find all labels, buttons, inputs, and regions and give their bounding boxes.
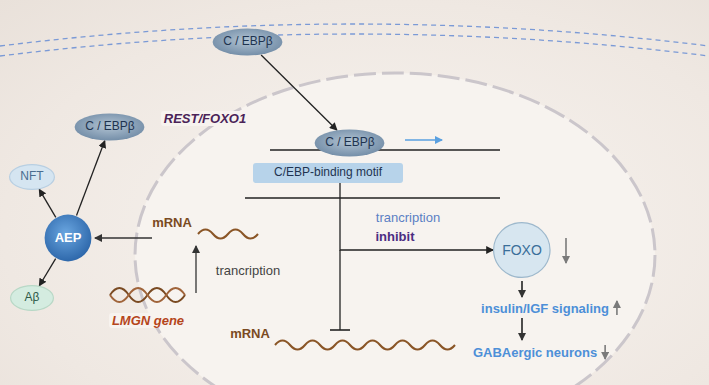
node-text: NFT <box>20 170 43 184</box>
dna-helix <box>110 288 185 302</box>
inhibit-line <box>339 250 340 330</box>
node-text: C / EBPβ <box>223 35 273 49</box>
node-outline <box>10 165 55 190</box>
direction-arrow <box>405 139 442 141</box>
pathway-label: insulin/IGF signaling <box>481 299 609 317</box>
outcome-label: GABAergic neurons <box>473 343 597 361</box>
molecule-label: mRNA <box>230 326 270 341</box>
transcription-arrow <box>195 246 196 293</box>
node-outline <box>494 223 550 278</box>
mrna-wave <box>198 230 258 239</box>
node-text: C / EBPβ <box>325 136 375 150</box>
decrease-arrow <box>565 238 567 263</box>
node-text: FOXO <box>502 242 542 258</box>
connector-arrow <box>261 55 337 130</box>
connector-arrow <box>39 259 55 286</box>
node-outline <box>315 130 385 157</box>
outcome-label: GABAergic neurons <box>473 345 597 360</box>
product-ellipse: NFT <box>9 164 55 190</box>
node-outline <box>213 29 283 56</box>
edge-label-holder: inhibit <box>376 227 415 245</box>
process-label: trancription <box>376 208 440 226</box>
gene-name: LMGN gene <box>109 313 187 328</box>
product-ellipse: Aβ <box>10 285 54 311</box>
connector-arrow <box>39 189 56 217</box>
enzyme-circle: AEP <box>44 214 92 262</box>
node-text: Aβ <box>25 291 40 305</box>
mrna-wave <box>275 341 455 350</box>
node-text: AEP <box>55 231 82 246</box>
molecule-label: mRNA <box>152 213 192 231</box>
connector-arrow <box>340 183 493 250</box>
cell-membrane <box>0 24 709 46</box>
flow-arrow <box>521 281 523 297</box>
nucleus <box>135 73 655 385</box>
connector-arrow <box>76 141 104 216</box>
protein-ellipse: C / EBPβ <box>74 113 145 141</box>
node-outline <box>11 286 54 311</box>
edge-label: inhibit <box>376 229 415 244</box>
increase-arrow <box>616 301 618 315</box>
dna-helix <box>110 288 185 302</box>
gene-name: REST/FOXO1 <box>161 111 249 126</box>
protein-ellipse: C / EBPβ <box>212 28 283 56</box>
decrease-arrow <box>604 345 606 359</box>
node-text: C / EBPβ <box>85 120 135 134</box>
translation-arrow <box>95 237 152 238</box>
dna-strand <box>245 197 500 198</box>
dna-strand <box>270 149 500 150</box>
inhibit-bar <box>330 329 350 331</box>
process-label: trancription <box>216 263 280 278</box>
factor-circle: FOXO <box>493 222 551 278</box>
pathway-label: insulin/IGF signaling <box>481 301 609 316</box>
node-text: C/EBP-binding motif <box>274 166 382 180</box>
cell-membrane <box>0 34 709 56</box>
process-label: trancription <box>376 210 440 225</box>
node-outline <box>45 215 92 262</box>
gene-name: LMGN gene <box>109 311 187 329</box>
node-outline <box>75 114 145 141</box>
molecule-label: mRNA <box>152 215 192 230</box>
process-label: trancription <box>216 261 280 279</box>
gene-name: REST/FOXO1 <box>161 109 249 127</box>
flow-arrow <box>521 318 523 340</box>
molecule-label: mRNA <box>230 324 270 342</box>
motif-box: C/EBP-binding motif <box>253 163 403 183</box>
protein-ellipse: C / EBPβ <box>314 129 385 157</box>
